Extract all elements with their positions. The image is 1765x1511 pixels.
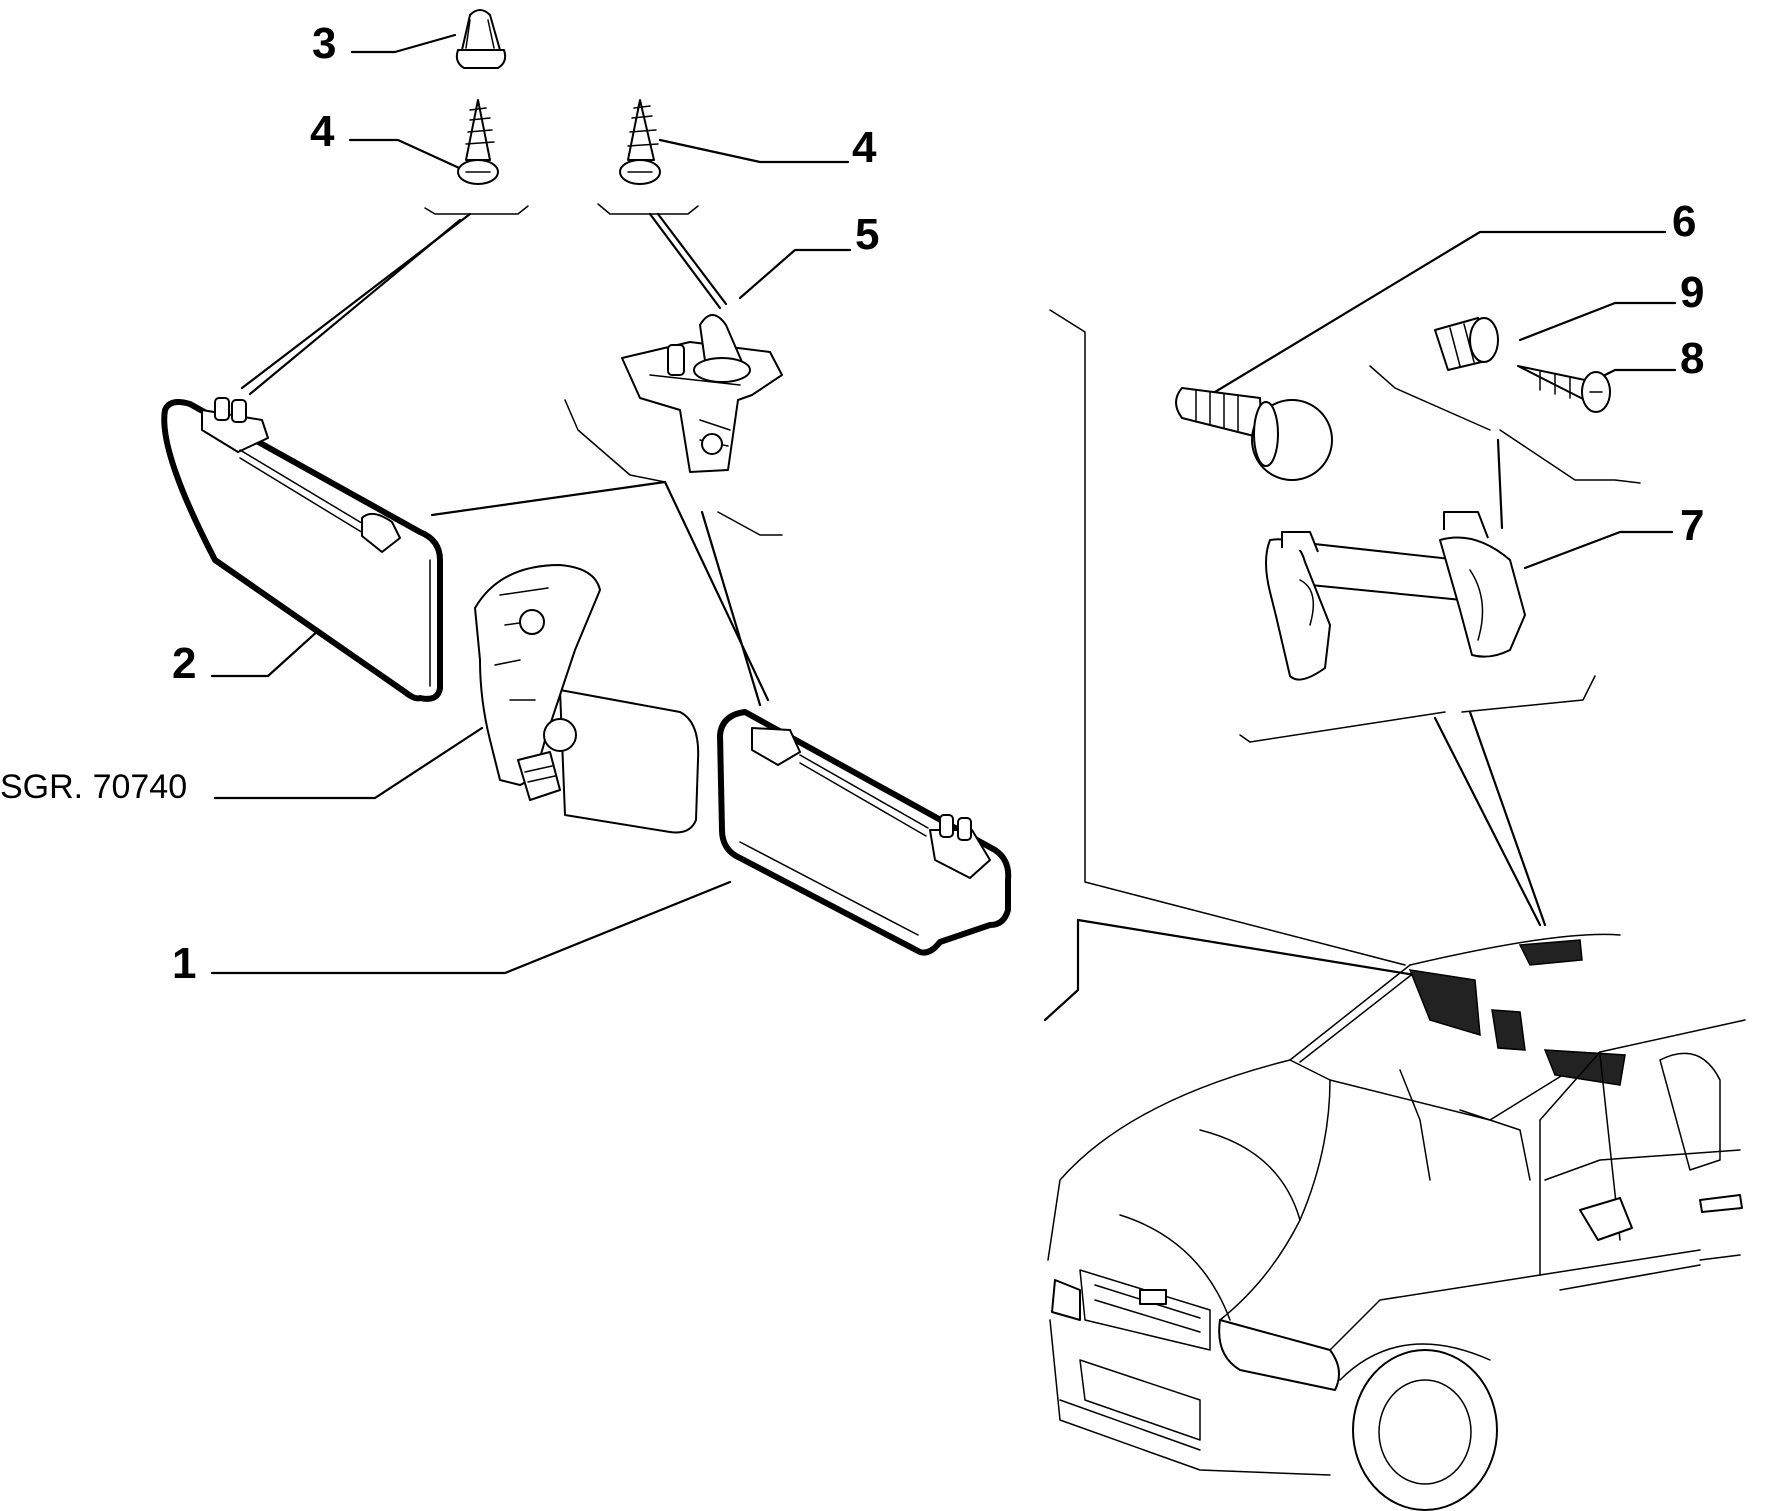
- highlight-mount-roof: [1518, 939, 1583, 966]
- part-5-visor-bracket: [621, 314, 783, 473]
- callout-3: 3: [312, 19, 336, 68]
- highlight-visor-right: [1543, 1049, 1626, 1086]
- highlight-mirror: [1491, 1009, 1526, 1051]
- leader-4-left: [348, 138, 470, 174]
- leader-7: [1523, 530, 1674, 570]
- highlight-visor-left: [1408, 969, 1481, 1037]
- part-2-sun-visor-left: [161, 397, 443, 702]
- leader-4-right: [658, 138, 850, 164]
- part-8-screw: [1517, 365, 1611, 413]
- leader-mirror: [213, 726, 484, 800]
- callout-2: 2: [172, 639, 196, 688]
- callout-1: 1: [172, 939, 196, 988]
- leader-lines: [210, 33, 1677, 975]
- part-6-clip: [1175, 387, 1333, 481]
- leader-9: [1518, 301, 1677, 342]
- part-3-plug: [455, 9, 507, 69]
- part-9-plug: [1434, 317, 1499, 371]
- rear-view-mirror: [474, 564, 700, 834]
- leader-1: [210, 880, 732, 975]
- part-4-screw-right: [619, 99, 661, 185]
- reference-label-mirror: SGR. 70740: [0, 768, 187, 806]
- leader-6: [1208, 230, 1667, 397]
- part-7-grab-handle: [1265, 511, 1526, 681]
- callout-8: 8: [1680, 334, 1704, 383]
- callout-5: 5: [855, 210, 879, 259]
- callout-6: 6: [1672, 197, 1696, 246]
- assembly-guides: [240, 203, 1641, 1022]
- part-4-screw-left: [457, 99, 499, 185]
- callout-4-left: 4: [310, 107, 335, 156]
- car-illustration: [1047, 933, 1746, 1511]
- callout-9: 9: [1680, 268, 1704, 317]
- leader-3: [350, 33, 457, 54]
- leader-2: [210, 618, 332, 678]
- part-1-sun-visor-right: [717, 709, 1012, 956]
- callout-7: 7: [1680, 501, 1704, 550]
- leader-5: [738, 248, 852, 300]
- callout-4-right: 4: [852, 123, 877, 172]
